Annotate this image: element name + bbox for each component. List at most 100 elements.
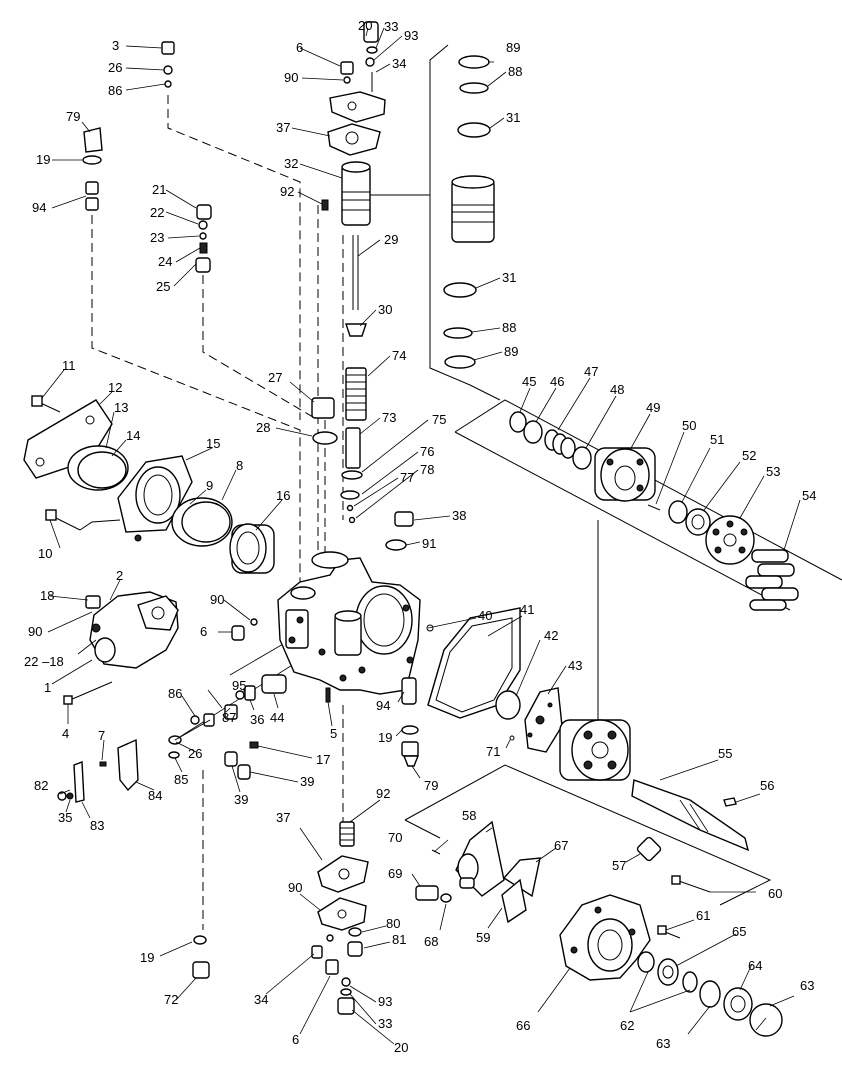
callout-78: 78 [420, 462, 434, 477]
callout-54: 54 [802, 488, 816, 503]
callout-18: 18 [40, 588, 54, 603]
callout-89-top: 89 [506, 40, 520, 55]
poppet-25 [195, 257, 211, 273]
bearing-42 [495, 690, 521, 720]
seal-62b [682, 971, 698, 993]
callout-14: 14 [126, 428, 140, 443]
gasket-41 [427, 607, 521, 719]
nut-94-top [85, 181, 99, 195]
callout-89-bottom: 89 [504, 344, 518, 359]
retainer-51 [668, 500, 688, 524]
callout-70: 70 [388, 830, 402, 845]
screw-34-bottom [311, 945, 323, 959]
ring-8 [181, 501, 231, 543]
plug-18 [85, 595, 101, 609]
callout-10: 10 [38, 546, 52, 561]
seal-36 [244, 685, 256, 701]
callout-87: 87 [222, 710, 236, 725]
pin-7 [99, 761, 107, 767]
callout-74: 74 [392, 348, 406, 363]
screw-6-mid [231, 625, 245, 641]
washer-90-bottom [326, 934, 334, 942]
callout-79-mid: 79 [424, 778, 438, 793]
callout-2: 2 [116, 568, 123, 583]
fitting-39-right [237, 764, 251, 780]
washer-90-mid [250, 618, 258, 626]
screw-6-bottom [325, 959, 339, 975]
seal-62a [637, 951, 655, 973]
callout-90: 90 [284, 70, 298, 85]
plug-20-bottom [337, 997, 355, 1015]
port-plate-group [401, 607, 563, 767]
seat-30 [345, 323, 367, 337]
washer-35 [66, 792, 74, 800]
washer-85 [168, 751, 180, 759]
ring-33-top [366, 46, 378, 54]
washer-76 [340, 490, 360, 500]
housing-top-port [311, 551, 349, 569]
callout-94-mid: 94 [376, 698, 390, 713]
callout-52: 52 [742, 448, 756, 463]
callout-88-top: 88 [508, 64, 522, 79]
callout-34-bottom: 34 [254, 992, 268, 1007]
callout-77: 77 [400, 470, 414, 485]
callout-39-right: 39 [300, 774, 314, 789]
callout-92: 92 [280, 184, 294, 199]
callout-47: 47 [584, 364, 598, 379]
pin-92 [321, 199, 329, 211]
pistons-54 [745, 549, 799, 611]
spool-detail [443, 55, 495, 369]
control-linkage [57, 674, 287, 803]
callout-17: 17 [316, 752, 330, 767]
callout-93-bottom: 93 [378, 994, 392, 1009]
callout-69: 69 [388, 866, 402, 881]
callout-15: 15 [206, 436, 220, 451]
callout-26-mid: 26 [188, 746, 202, 761]
callout-90-left: 90 [28, 624, 42, 639]
oring-19-mid [401, 725, 419, 735]
callout-84: 84 [148, 788, 162, 803]
flange-bearing-group [23, 395, 275, 574]
callout-55: 55 [718, 746, 732, 761]
ring-45 [509, 411, 527, 433]
callout-58: 58 [462, 808, 476, 823]
washer-46 [523, 420, 543, 444]
retainer-52 [685, 508, 711, 536]
callout-30: 30 [378, 302, 392, 317]
callout-7: 7 [98, 728, 105, 743]
callout-32: 32 [284, 156, 298, 171]
callout-66: 66 [516, 1018, 530, 1033]
gasket-37-top [327, 123, 381, 156]
pin-68 [440, 893, 452, 903]
callout-6: 6 [296, 40, 303, 55]
callout-6-mid: 6 [200, 624, 207, 639]
callout-61: 61 [696, 908, 710, 923]
ring-63a [699, 980, 721, 1008]
plug-79-top [83, 127, 103, 153]
callout-19-mid: 19 [378, 730, 392, 745]
ring-75 [341, 470, 363, 480]
callout-24: 24 [158, 254, 172, 269]
callout-65: 65 [732, 924, 746, 939]
callout-20: 20 [358, 18, 372, 33]
callout-6-bottom: 6 [292, 1032, 299, 1047]
callout-57: 57 [612, 858, 626, 873]
callout-88-bottom: 88 [502, 320, 516, 335]
callout-28: 28 [256, 420, 270, 435]
callout-94: 94 [32, 200, 46, 215]
callout-53: 53 [766, 464, 780, 479]
charge-pump-block [63, 591, 258, 705]
arm-83 [73, 761, 85, 803]
callout-81: 81 [392, 932, 406, 947]
callout-39-left: 39 [234, 792, 248, 807]
callout-33: 33 [384, 19, 398, 34]
plug-20-top [363, 21, 379, 43]
washer-80 [348, 927, 362, 937]
callout-33-bottom: 33 [378, 1016, 392, 1031]
plug-72 [192, 961, 210, 979]
washer-48 [572, 446, 592, 470]
valve-stack-top [311, 21, 414, 551]
oring-91 [385, 539, 407, 551]
callout-19-bottom: 19 [140, 950, 154, 965]
